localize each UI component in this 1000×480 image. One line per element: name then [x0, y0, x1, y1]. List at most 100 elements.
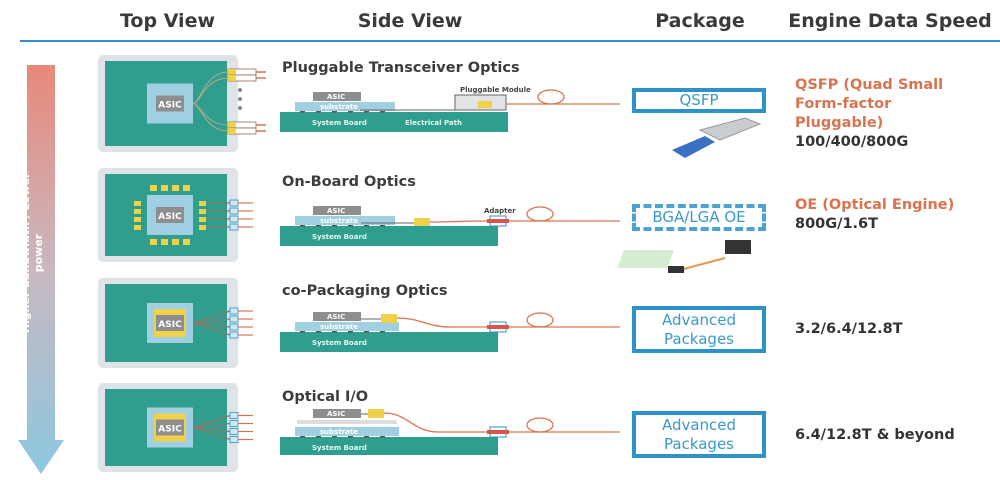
arrow-label: Higher bandwidth / Lower power: [19, 172, 45, 334]
header-side-view: Side View: [357, 10, 463, 32]
optical-engine: [199, 209, 206, 214]
bandwidth-arrow: [18, 65, 64, 474]
engine-oe: OE (Optical Engine) 800G/1.6T: [795, 196, 954, 234]
asic-label: ASIC: [327, 93, 345, 101]
solder-bump: [316, 436, 321, 438]
asic-label: ASIC: [158, 320, 182, 330]
trace: [192, 322, 231, 336]
solder-bump: [380, 331, 385, 333]
fiber-loop: [526, 206, 554, 222]
interposer: [297, 420, 397, 424]
qsfp-module-image: [698, 117, 762, 141]
asic-chip: [313, 312, 361, 321]
connector: [229, 428, 239, 435]
optical-engine: [228, 75, 236, 81]
adapter-label: Adapter: [484, 207, 516, 215]
header-speed: Engine Data Speed: [788, 10, 992, 32]
engine-cpo: 3.2/6.4/12.8T: [795, 320, 903, 339]
solder-bump: [380, 111, 385, 113]
asic-label: ASIC: [158, 212, 182, 222]
fiber: [396, 317, 620, 328]
header-top-view: Top View: [119, 10, 216, 32]
adapter-ferrule: [487, 430, 509, 434]
substrate: [295, 322, 399, 331]
row-title: On-Board Optics: [282, 174, 416, 190]
solder-bump: [300, 111, 305, 113]
trace: [192, 414, 231, 429]
asic-chip: [156, 207, 184, 223]
optical-engine: [161, 239, 168, 245]
connector: [229, 323, 239, 331]
optical-engine: [150, 185, 157, 191]
pluggable-module-label: Pluggable Module: [460, 86, 531, 94]
header-package: Package: [655, 10, 745, 32]
asic-chip: [313, 409, 361, 418]
asic-label: ASIC: [327, 410, 345, 418]
optical-engine: [199, 217, 206, 222]
connector: [229, 315, 239, 323]
system-board: [280, 437, 498, 455]
engine-speed: 6.4/12.8T & beyond: [795, 427, 955, 443]
package-advanced: Advanced Packages: [632, 306, 766, 353]
fiber-loop: [537, 89, 565, 105]
fiber-loop: [526, 417, 554, 433]
system-board-label: System Board: [312, 233, 367, 241]
substrate-label: substrate: [320, 323, 358, 331]
trace: [192, 310, 231, 324]
connector: [229, 436, 239, 443]
engine-oio: 6.4/12.8T & beyond: [795, 426, 955, 445]
system-board: [280, 226, 498, 246]
package-advanced: Advanced Packages: [632, 411, 766, 458]
asic-chip: [156, 95, 184, 112]
adapter-ferrule: [487, 325, 509, 329]
system-board-label: System Board: [312, 339, 367, 347]
trace: [192, 426, 231, 441]
optical-engine: [161, 185, 168, 191]
optical-engine: [368, 409, 384, 418]
asic-chip: [156, 419, 184, 436]
trace: [192, 77, 229, 104]
optical-engine: [228, 69, 236, 75]
asic-label: ASIC: [158, 425, 182, 435]
asic-chip: [156, 315, 184, 331]
optical-engine: [150, 239, 157, 245]
row-title: Optical I/O: [282, 389, 369, 405]
solder-bump: [332, 111, 337, 113]
oe-module-board: [617, 250, 675, 268]
solder-bump: [380, 436, 385, 438]
system-board: [280, 332, 498, 352]
connector: [229, 412, 239, 419]
solder-bump: [300, 436, 305, 438]
qsfp-pull-tab: [672, 136, 715, 158]
optical-engine: [183, 185, 190, 191]
solder-bump: [332, 331, 337, 333]
connector: [229, 331, 239, 339]
optical-engine: [228, 128, 236, 134]
optical-engine: [134, 225, 141, 230]
solder-bump: [348, 111, 353, 113]
solder-bump: [364, 225, 369, 227]
connector: [229, 420, 239, 427]
solder-bump: [332, 436, 337, 438]
trace: [192, 103, 229, 132]
oe-module-fiber: [679, 257, 726, 271]
adapter-ferrule: [487, 219, 509, 223]
solder-bump: [364, 331, 369, 333]
ellipsis-dot: [238, 106, 242, 110]
solder-bump: [300, 331, 305, 333]
fiber: [383, 412, 620, 433]
optical-engine: [228, 122, 236, 128]
solder-bump: [332, 225, 337, 227]
optical-engine: [134, 201, 141, 206]
solder-bump: [348, 331, 353, 333]
engine-name: OE (Optical Engine): [795, 197, 955, 213]
asic-chip: [313, 92, 361, 101]
solder-bump: [316, 225, 321, 227]
solder-bump: [364, 111, 369, 113]
optical-engine: [381, 314, 397, 323]
optical-engine: [199, 201, 206, 206]
trace: [192, 422, 231, 429]
fiber-loop: [526, 312, 554, 328]
